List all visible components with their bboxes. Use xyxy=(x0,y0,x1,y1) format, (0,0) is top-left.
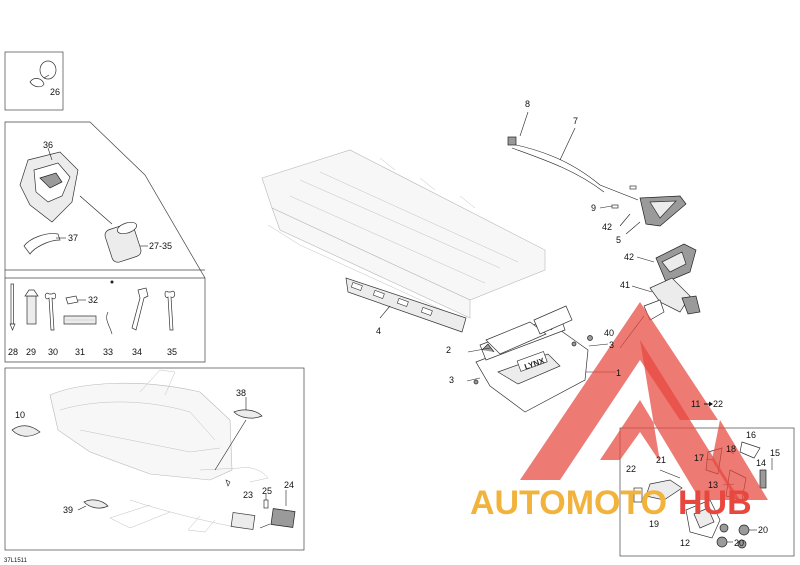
bracket-part-2 xyxy=(485,305,573,355)
tool-part-28 xyxy=(9,283,16,331)
label-8: 8 xyxy=(525,99,530,109)
label-31: 31 xyxy=(75,347,85,357)
label-25: 25 xyxy=(262,486,272,496)
snowmobile-outline xyxy=(49,382,233,481)
label-22-range: 22 xyxy=(713,399,723,409)
label-30: 30 xyxy=(48,347,58,357)
seat-rack-ghost xyxy=(261,149,546,319)
wire-part-7 xyxy=(511,143,639,201)
watermark-text-automoto: AUTOMOTO xyxy=(470,484,667,522)
nut-part-20a xyxy=(738,524,750,536)
nut-part-20b xyxy=(716,536,728,548)
label-18: 18 xyxy=(726,444,736,454)
label-41: 41 xyxy=(620,280,630,290)
label-4: 4 xyxy=(376,326,381,336)
connector-part-8 xyxy=(507,136,517,146)
strap-part-37 xyxy=(23,233,61,255)
callout-labels: 26 36 37 27-35 32 28 29 30 31 33 34 35 1… xyxy=(4,87,780,564)
label-11: 11 xyxy=(691,399,700,409)
inset-box-26 xyxy=(4,51,64,111)
label-1: 1 xyxy=(616,368,621,378)
decal-part-10 xyxy=(11,425,41,437)
label-42a: 42 xyxy=(602,222,612,232)
label-42b: 42 xyxy=(624,252,634,262)
label-28: 28 xyxy=(8,347,18,357)
grommet-part-26 xyxy=(39,60,57,80)
watermark-text-hub: HUB xyxy=(678,484,752,522)
spacer-part-22 xyxy=(633,487,643,503)
decal-part-38 xyxy=(233,409,263,419)
label-27-35: 27-35 xyxy=(149,241,172,251)
label-24: 24 xyxy=(284,480,294,490)
mount-bracket-part-41 xyxy=(643,277,701,321)
tool-part-29 xyxy=(24,289,39,325)
label-40: 40 xyxy=(604,328,614,338)
clip-part-25 xyxy=(263,499,269,509)
shim-part-19 xyxy=(645,479,683,501)
diagram-code: 37L1511 xyxy=(4,558,28,564)
tail-light-part-5 xyxy=(639,195,687,227)
label-37: 37 xyxy=(68,233,78,243)
label-12: 12 xyxy=(680,538,690,548)
housing-part-42 xyxy=(655,243,697,283)
label-36: 36 xyxy=(43,140,53,150)
label-5: 5 xyxy=(616,235,621,245)
label-29: 29 xyxy=(26,347,36,357)
label-26: 26 xyxy=(50,87,60,97)
tool-part-35 xyxy=(164,290,176,331)
label-22: 22 xyxy=(626,464,636,474)
label-19: 19 xyxy=(649,519,659,529)
label-10: 10 xyxy=(15,410,25,420)
label-32: 32 xyxy=(88,295,98,305)
mirror-part-16 xyxy=(739,441,761,459)
label-13: 13 xyxy=(708,480,718,490)
inset-box-storage xyxy=(4,121,206,363)
label-9: 9 xyxy=(591,203,596,213)
bolt-part-14 xyxy=(759,469,767,489)
label-15: 15 xyxy=(770,448,780,458)
label-17: 17 xyxy=(694,453,704,463)
label-20b: 20 xyxy=(734,538,744,548)
tool-part-33 xyxy=(106,311,113,335)
label-21: 21 xyxy=(656,455,666,465)
label-2: 2 xyxy=(446,345,451,355)
decal-part-39 xyxy=(83,499,109,509)
tool-part-30 xyxy=(44,292,57,331)
label-20a: 20 xyxy=(758,525,768,535)
label-38: 38 xyxy=(236,388,246,398)
label-35: 35 xyxy=(167,347,177,357)
tool-part-34 xyxy=(131,287,149,331)
label-7: 7 xyxy=(573,116,578,126)
label-3b: 3 xyxy=(609,340,614,350)
tool-roll-part-27-35 xyxy=(104,223,142,263)
label-23: 23 xyxy=(243,490,253,500)
tool-part-31 xyxy=(63,315,97,325)
tool-part-32 xyxy=(65,295,86,305)
screw-part-9 xyxy=(629,185,637,190)
label-33: 33 xyxy=(103,347,113,357)
label-39: 39 xyxy=(63,505,73,515)
watermark-logo: AUTOMOTO HUB xyxy=(470,302,768,522)
label-16: 16 xyxy=(746,430,756,440)
label-3a: 3 xyxy=(449,375,454,385)
label-34: 34 xyxy=(132,347,142,357)
plate-part-23 xyxy=(230,512,256,530)
inset-box-body-kit xyxy=(4,367,305,551)
plate-part-24 xyxy=(270,508,296,528)
label-14: 14 xyxy=(756,458,766,468)
